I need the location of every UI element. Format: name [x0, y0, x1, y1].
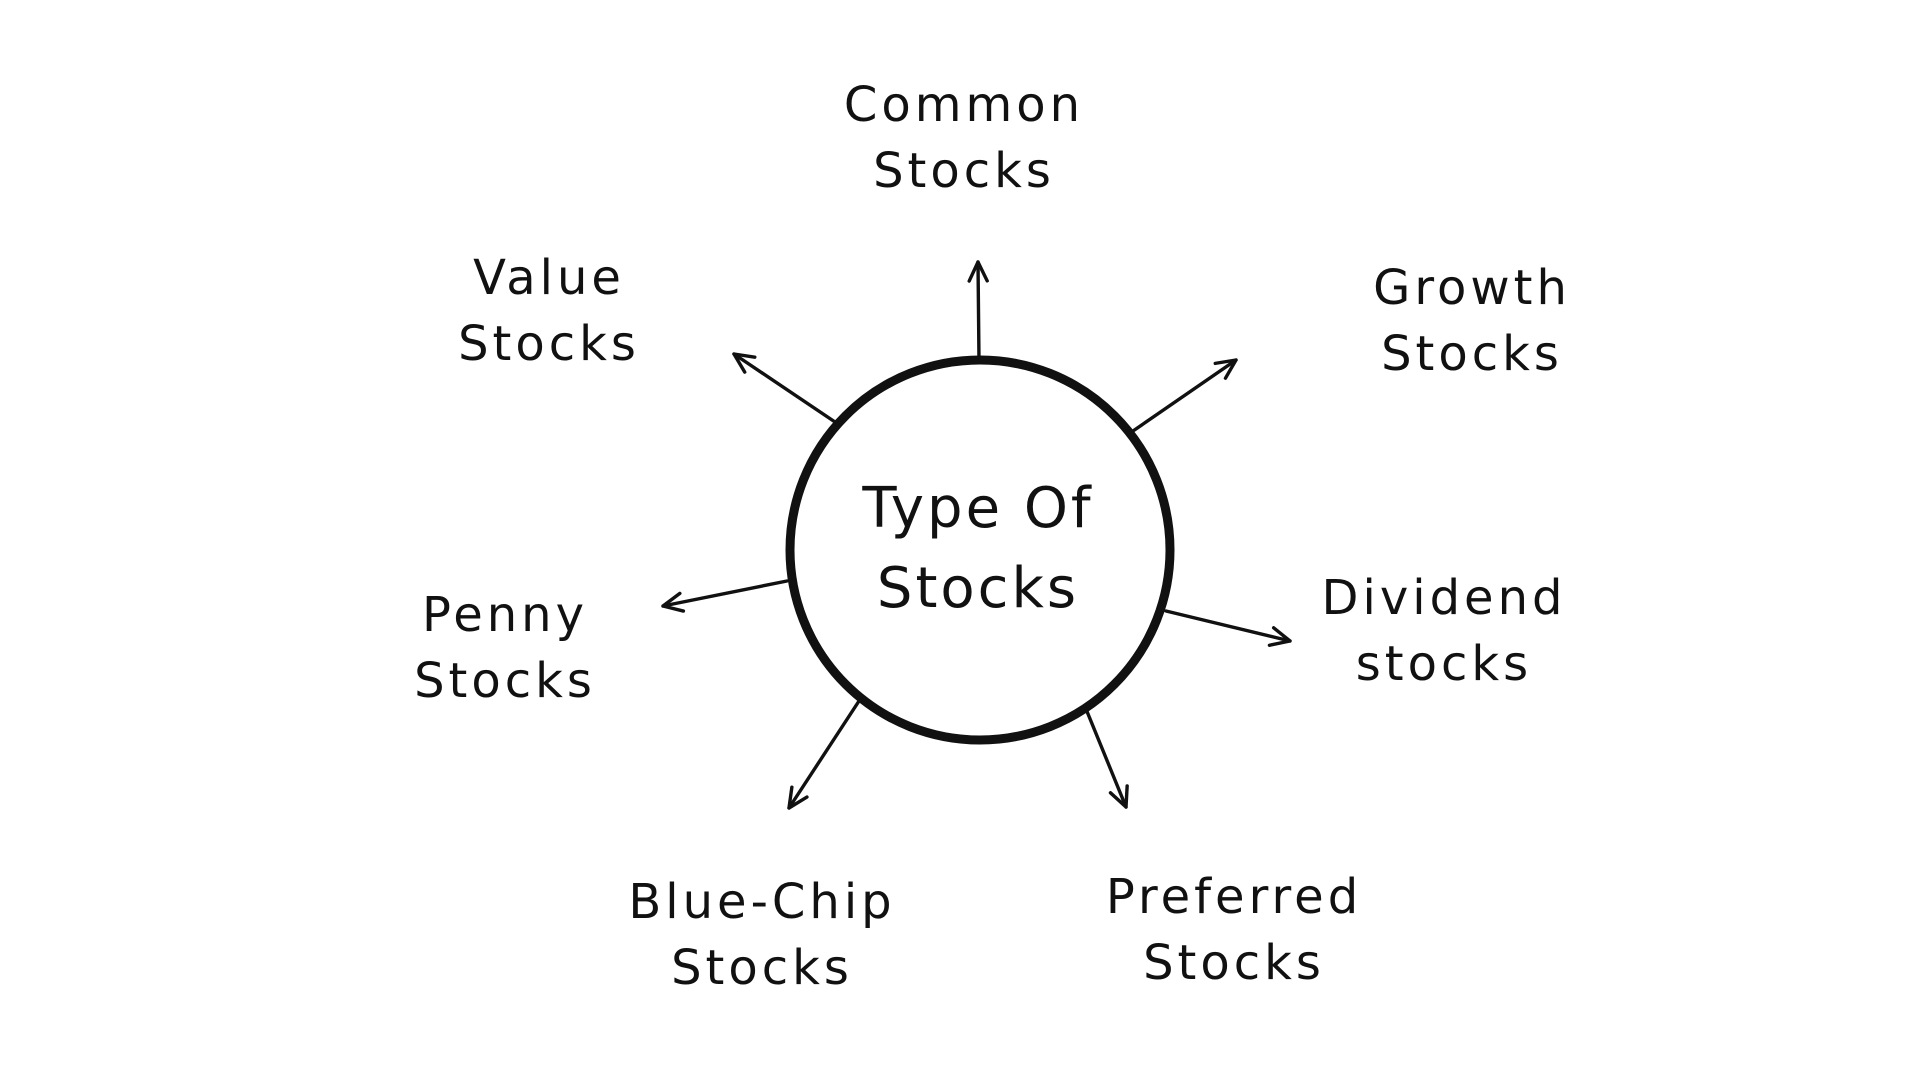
- center-label: Type Of Stocks: [862, 469, 1093, 629]
- label-penny-stocks: Penny Stocks: [414, 582, 596, 714]
- arrow-to-value-stocks: [732, 352, 840, 426]
- arrow-to-blue-chip-stocks: [787, 699, 861, 810]
- label-growth-stocks: Growth Stocks: [1373, 255, 1571, 387]
- label-dividend-stocks-line2: stocks: [1355, 636, 1533, 692]
- arrow-to-growth-stocks: [1131, 358, 1238, 433]
- label-penny-stocks-line1: Penny: [421, 587, 589, 643]
- arrow-to-penny-stocks: [661, 579, 789, 613]
- label-dividend-stocks-line1: Dividend: [1321, 570, 1567, 626]
- label-value-stocks-line1: Value: [473, 250, 625, 306]
- label-value-stocks: Value Stocks: [458, 245, 640, 377]
- label-common-stocks: Common Stocks: [844, 72, 1084, 204]
- label-dividend-stocks: Dividend stocks: [1322, 565, 1567, 697]
- arrow-to-preferred-stocks: [1084, 707, 1129, 809]
- label-blue-chip-stocks-line1: Blue-Chip: [628, 874, 896, 930]
- label-penny-stocks-line2: Stocks: [414, 653, 596, 709]
- center-label-line2: Stocks: [876, 556, 1080, 621]
- label-common-stocks-line2: Stocks: [873, 143, 1055, 199]
- label-value-stocks-line2: Stocks: [458, 316, 640, 372]
- arrow-to-common-stocks: [967, 260, 989, 363]
- label-preferred-stocks: Preferred Stocks: [1106, 864, 1362, 996]
- label-growth-stocks-line1: Growth: [1373, 260, 1571, 316]
- label-common-stocks-line1: Common: [843, 77, 1085, 133]
- label-blue-chip-stocks: Blue-Chip Stocks: [628, 869, 895, 1001]
- label-preferred-stocks-line1: Preferred: [1105, 869, 1363, 925]
- arrow-to-dividend-stocks: [1164, 609, 1292, 647]
- label-blue-chip-stocks-line2: Stocks: [671, 940, 853, 996]
- center-label-line1: Type Of: [862, 476, 1094, 541]
- label-growth-stocks-line2: Stocks: [1381, 326, 1563, 382]
- label-preferred-stocks-line2: Stocks: [1143, 935, 1325, 991]
